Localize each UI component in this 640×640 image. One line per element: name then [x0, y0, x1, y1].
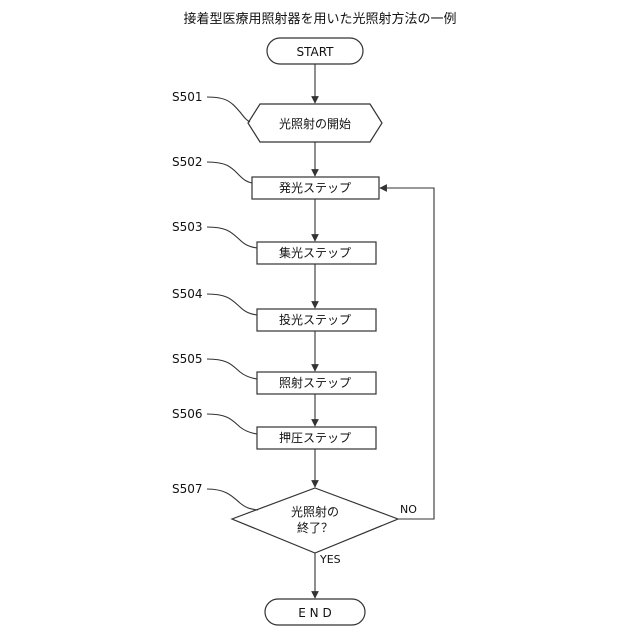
step-label-s503: S503: [172, 220, 257, 248]
s504-id: S504: [172, 287, 203, 301]
s507-label-line2: 終了？: [297, 520, 333, 535]
s502-id: S502: [172, 155, 203, 169]
decision-s507: 光照射の 終了？: [232, 488, 398, 553]
s501-id: S501: [172, 90, 203, 104]
step-label-s505: S505: [172, 352, 257, 379]
s503-label: 集光ステップ: [279, 245, 351, 260]
s501-label: 光照射の開始: [279, 116, 351, 131]
s505-label: 照射ステップ: [279, 375, 351, 390]
s505-id: S505: [172, 352, 203, 366]
step-label-s506: S506: [172, 407, 257, 434]
connector-no-loop: [380, 188, 434, 519]
step-label-s507: S507: [172, 482, 258, 510]
step-s502-box: 発光ステップ: [252, 177, 379, 199]
s502-label: 発光ステップ: [279, 181, 351, 195]
end-terminal: E N D: [265, 599, 365, 625]
step-label-s502: S502: [172, 155, 252, 183]
step-s504-box: 投光ステップ: [257, 309, 376, 331]
s506-id: S506: [172, 407, 203, 421]
s503-id: S503: [172, 220, 203, 234]
end-label: E N D: [298, 606, 331, 620]
s506-label: 押圧ステップ: [279, 431, 351, 445]
s504-label: 投光ステップ: [279, 312, 351, 327]
step-s503-box: 集光ステップ: [257, 242, 376, 264]
step-label-s504: S504: [172, 287, 257, 315]
step-label-s501: S501: [172, 90, 250, 122]
step-s505-box: 照射ステップ: [257, 372, 376, 394]
step-s506-box: 押圧ステップ: [257, 427, 376, 449]
start-terminal: START: [267, 38, 363, 64]
step-s501-box: 光照射の開始: [248, 104, 382, 142]
no-branch-label: NO: [400, 503, 417, 516]
s507-label-line1: 光照射の: [291, 504, 339, 519]
s507-id: S507: [172, 482, 203, 496]
yes-branch-label: YES: [319, 553, 341, 566]
start-label: START: [296, 45, 334, 59]
